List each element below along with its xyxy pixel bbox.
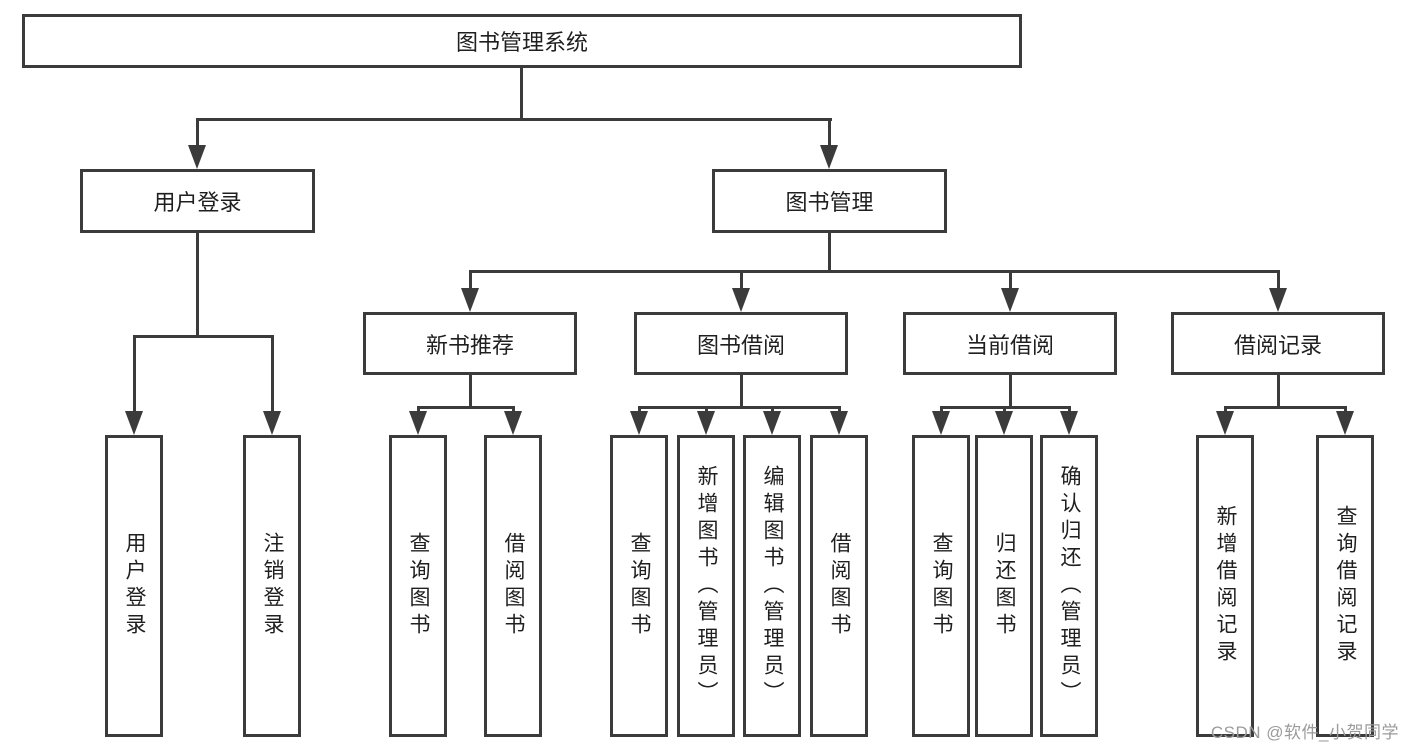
connector-book-mgmt-stem bbox=[828, 233, 831, 273]
connector-book-mgmt-bar bbox=[469, 270, 1280, 273]
connector-borrow-record-stem bbox=[1277, 375, 1280, 408]
connector-user-login-bar bbox=[133, 335, 274, 338]
leaf-query-books-current: 查询图书 bbox=[912, 435, 970, 737]
connector-current-borrow-stem bbox=[1009, 375, 1012, 408]
connector-drop-borrow-books-2 bbox=[838, 406, 841, 414]
arrowhead-add-books bbox=[697, 411, 715, 435]
leaf-logout: 注销登录 bbox=[243, 435, 301, 737]
connector-drop-query-record bbox=[1344, 406, 1347, 414]
leaf-borrow-books: 借阅图书 bbox=[810, 435, 868, 737]
node-user-login: 用户登录 bbox=[80, 169, 315, 233]
arrowhead-leaf-logout bbox=[263, 411, 281, 435]
connector-drop-borrow-books-1 bbox=[512, 406, 515, 414]
node-borrowing-records: 借阅记录 bbox=[1171, 312, 1385, 375]
node-root: 图书管理系统 bbox=[22, 14, 1022, 68]
connector-drop-user-login bbox=[196, 118, 199, 148]
connector-drop-leaf-logout bbox=[271, 335, 274, 413]
leaf-add-borrow-record: 新增借阅记录 bbox=[1196, 435, 1254, 737]
arrowhead-current-borrow bbox=[1001, 288, 1019, 312]
connector-book-borrow-stem bbox=[740, 375, 743, 408]
arrowhead-return-books bbox=[995, 411, 1013, 435]
connector-drop-query-books-2 bbox=[638, 406, 641, 414]
arrowhead-query-books-1 bbox=[409, 411, 427, 435]
arrowhead-book-mgmt bbox=[820, 145, 838, 169]
connector-drop-borrow-record bbox=[1277, 270, 1280, 291]
arrowhead-book-borrow bbox=[732, 288, 750, 312]
leaf-return-books: 归还图书 bbox=[975, 435, 1033, 737]
connector-user-login-stem bbox=[196, 233, 199, 338]
connector-drop-add-books bbox=[705, 406, 708, 414]
arrowhead-edit-books bbox=[763, 411, 781, 435]
connector-root-bar bbox=[196, 118, 832, 121]
node-new-book-recommend: 新书推荐 bbox=[363, 312, 577, 375]
leaf-confirm-return-admin: 确认归还（管理员） bbox=[1040, 435, 1098, 737]
connector-drop-return-books bbox=[1003, 406, 1006, 414]
connector-drop-query-books-3 bbox=[940, 406, 943, 414]
connector-root-stem bbox=[520, 66, 523, 121]
connector-new-book-bar bbox=[417, 406, 515, 409]
arrowhead-borrow-record bbox=[1269, 288, 1287, 312]
connector-drop-add-record bbox=[1224, 406, 1227, 414]
connector-drop-confirm-return bbox=[1068, 406, 1071, 414]
arrowhead-query-books-2 bbox=[630, 411, 648, 435]
arrowhead-leaf-user-login bbox=[125, 411, 143, 435]
arrowhead-borrow-books-1 bbox=[504, 411, 522, 435]
connector-new-book-stem bbox=[469, 375, 472, 408]
arrowhead-user-login bbox=[188, 145, 206, 169]
leaf-borrow-books-recommend: 借阅图书 bbox=[484, 435, 542, 737]
node-book-management: 图书管理 bbox=[712, 169, 947, 233]
node-current-borrowing: 当前借阅 bbox=[903, 312, 1117, 375]
leaf-user-login: 用户登录 bbox=[105, 435, 163, 737]
leaf-add-books-admin: 新增图书（管理员） bbox=[677, 435, 735, 737]
connector-book-borrow-bar bbox=[638, 406, 841, 409]
connector-drop-new-book bbox=[469, 270, 472, 291]
leaf-query-borrow-record: 查询借阅记录 bbox=[1316, 435, 1374, 737]
connector-drop-edit-books bbox=[771, 406, 774, 414]
arrowhead-query-record bbox=[1336, 411, 1354, 435]
arrowhead-new-book bbox=[461, 288, 479, 312]
connector-borrow-record-bar bbox=[1224, 406, 1347, 409]
connector-drop-book-mgmt bbox=[828, 118, 831, 148]
arrowhead-add-record bbox=[1216, 411, 1234, 435]
leaf-edit-books-admin: 编辑图书（管理员） bbox=[743, 435, 801, 737]
arrowhead-borrow-books-2 bbox=[830, 411, 848, 435]
leaf-query-books-recommend: 查询图书 bbox=[389, 435, 447, 737]
connector-drop-current-borrow bbox=[1009, 270, 1012, 291]
node-book-borrowing: 图书借阅 bbox=[634, 312, 848, 375]
connector-drop-query-books-1 bbox=[417, 406, 420, 414]
watermark: CSDN @软件_小贺同学 bbox=[1210, 723, 1399, 742]
connector-drop-book-borrow bbox=[740, 270, 743, 291]
arrowhead-query-books-3 bbox=[932, 411, 950, 435]
arrowhead-confirm-return bbox=[1060, 411, 1078, 435]
connector-drop-leaf-user-login bbox=[133, 335, 136, 413]
leaf-query-books-borrow: 查询图书 bbox=[610, 435, 668, 737]
